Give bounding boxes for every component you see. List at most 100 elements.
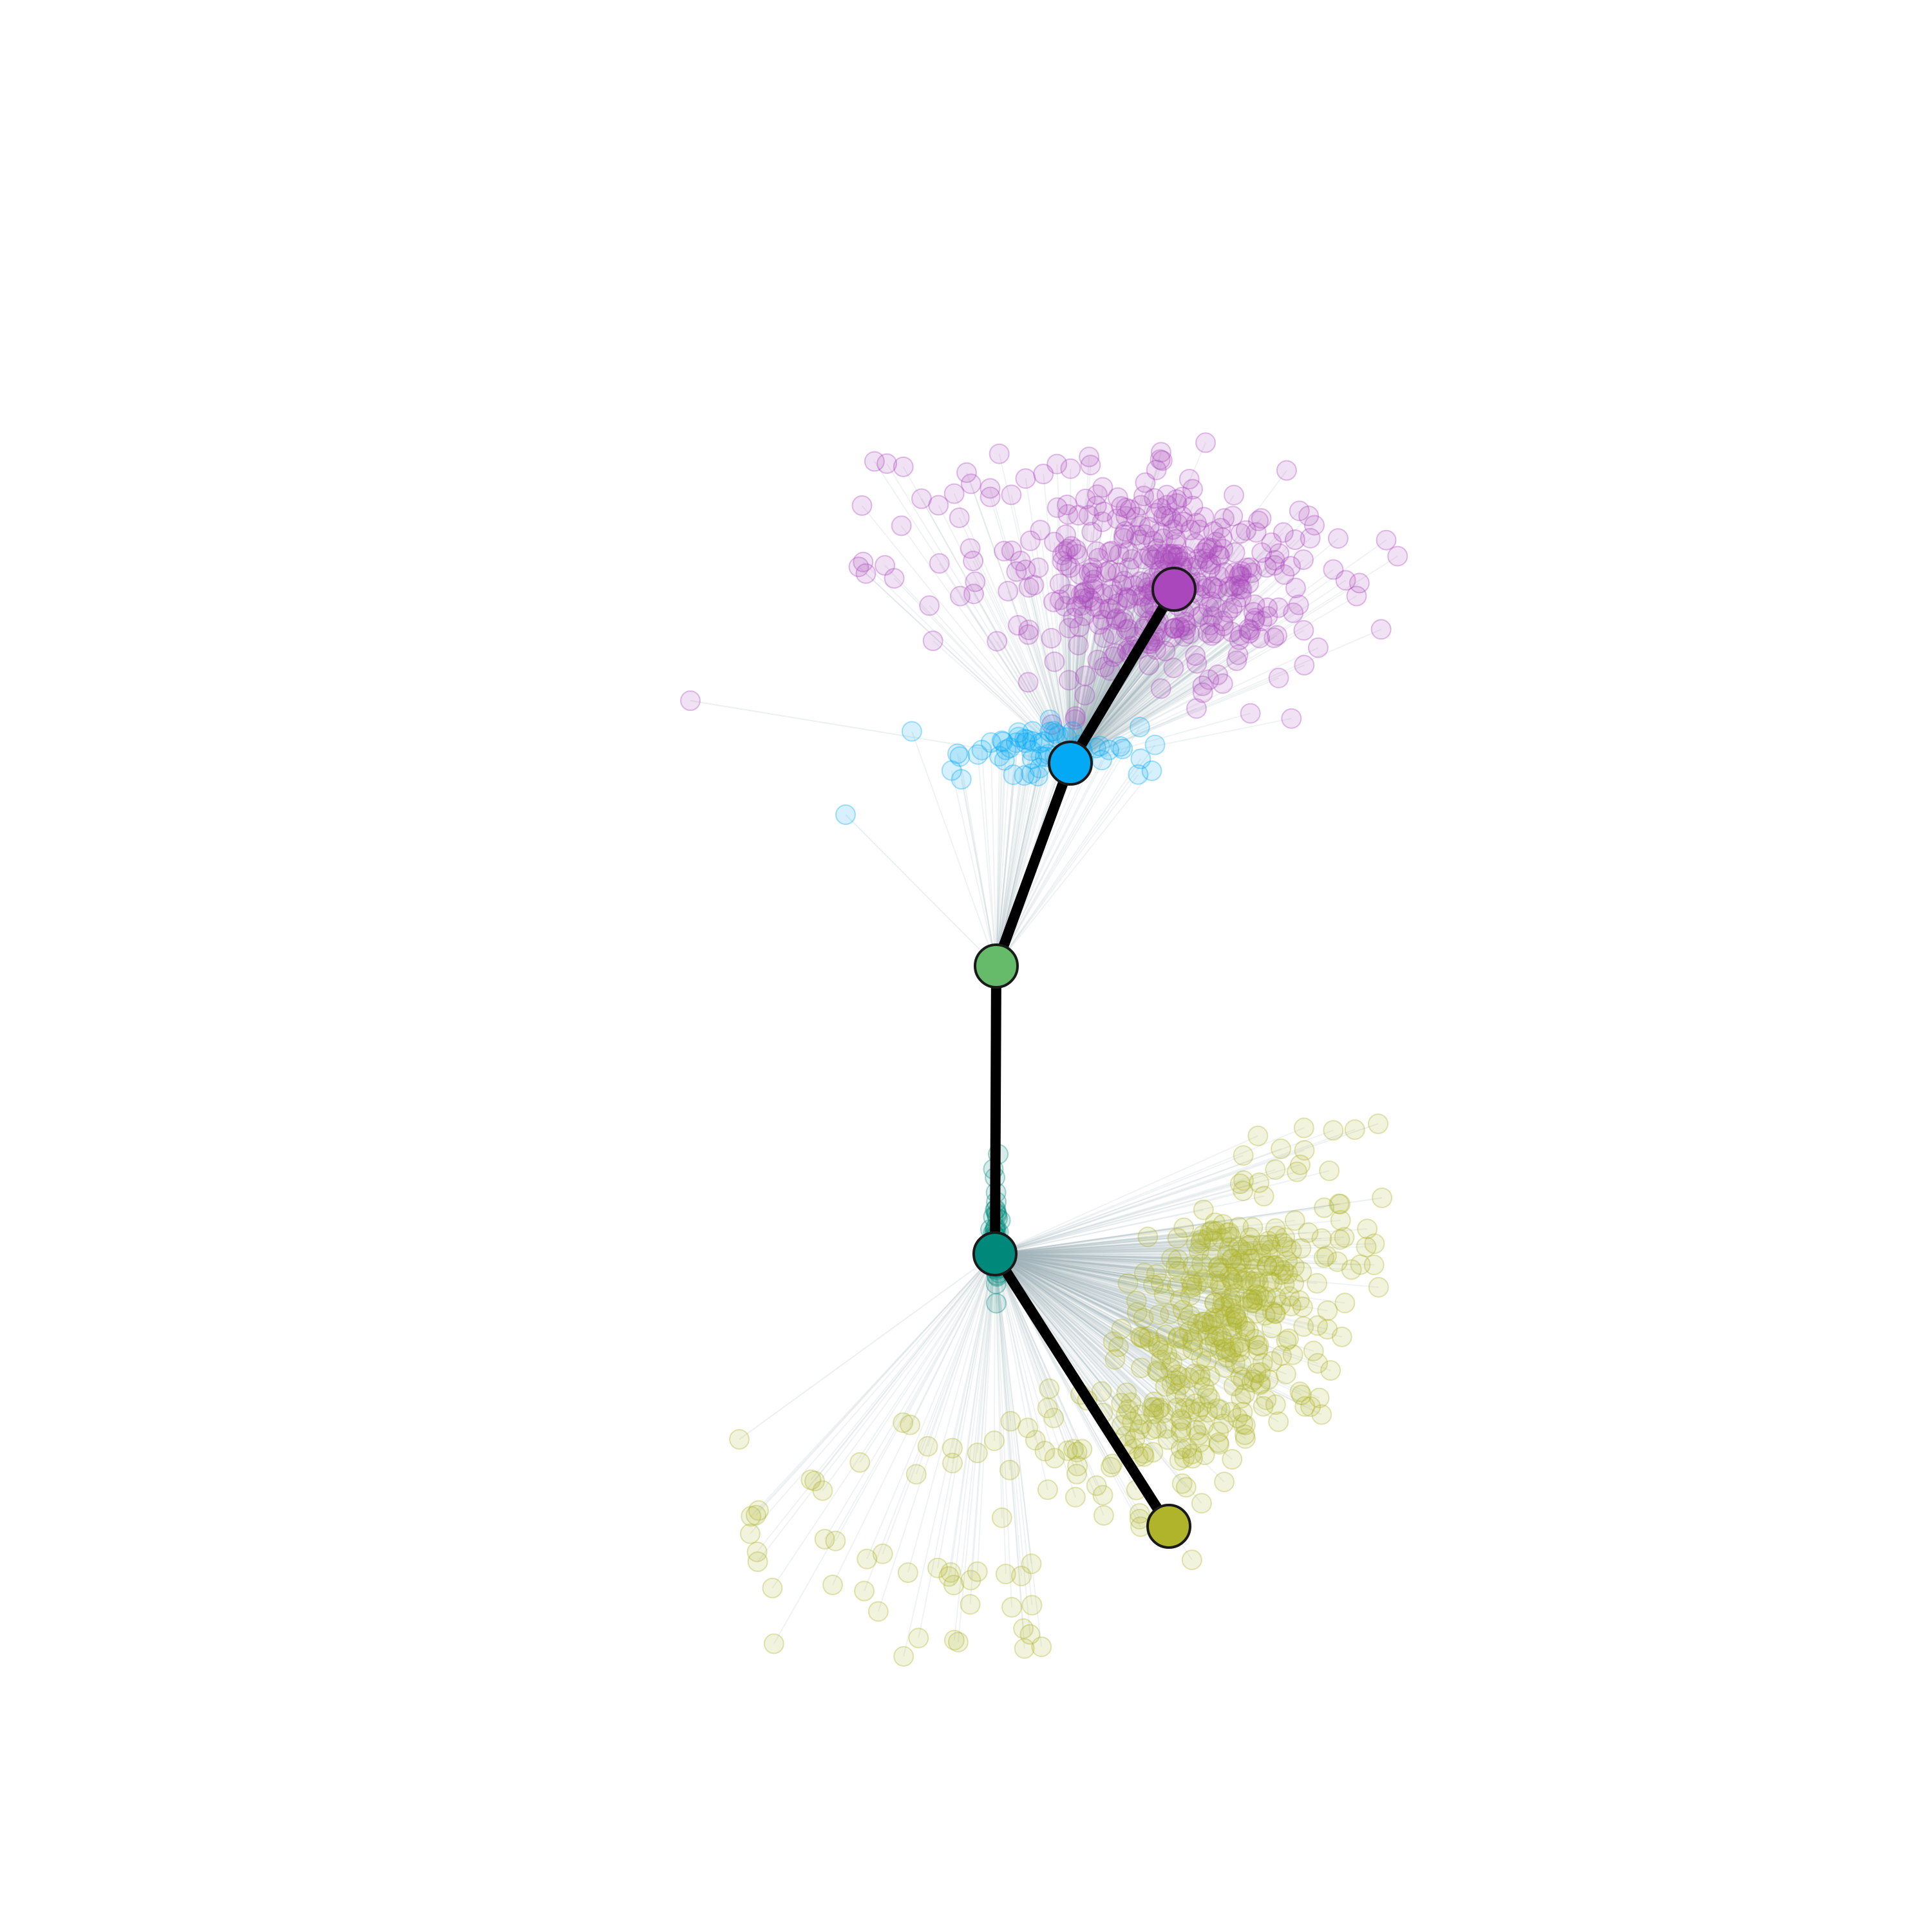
cell-link — [1070, 609, 1112, 764]
cell-point — [1319, 1160, 1340, 1181]
cell-link — [994, 1251, 1248, 1255]
cell-point — [1182, 1255, 1204, 1276]
cell-point — [1268, 597, 1289, 618]
cell-point — [1142, 1397, 1162, 1418]
cell-link — [994, 1253, 1223, 1302]
cell-point — [1264, 1303, 1285, 1324]
cell-link — [951, 1253, 996, 1448]
cell-link — [1070, 509, 1131, 764]
cell-point — [1130, 529, 1151, 551]
cell-point — [901, 721, 922, 742]
cell-link — [1070, 574, 1081, 764]
cell-point — [1311, 1228, 1332, 1249]
cell-point — [1151, 1340, 1173, 1361]
cell-link — [739, 1253, 996, 1440]
cell-link — [994, 1253, 1176, 1381]
cell-point — [1193, 1199, 1214, 1220]
cell-link — [1070, 632, 1250, 764]
cell-point — [984, 1430, 1005, 1452]
cell-point — [1330, 1209, 1351, 1231]
cell-link — [900, 525, 1071, 764]
cell-point — [1171, 1340, 1192, 1361]
cell-point — [1162, 545, 1183, 567]
cell-point — [1281, 1240, 1302, 1261]
cell-link — [994, 1231, 1211, 1255]
cell-point — [1153, 1403, 1174, 1424]
cell-link — [994, 1253, 1304, 1327]
cell-point — [1294, 1140, 1315, 1161]
cell-point — [1030, 520, 1051, 541]
cell-point — [1065, 706, 1086, 727]
cell-point — [1174, 1386, 1195, 1407]
cell-link — [994, 1253, 1141, 1338]
cell-point — [1252, 1352, 1273, 1374]
cell-point — [1070, 583, 1092, 605]
cell-point — [1118, 618, 1139, 639]
cell-link — [1070, 616, 1268, 764]
cell-point — [1103, 646, 1124, 667]
cell-point — [1171, 1473, 1193, 1494]
cell-link — [994, 1253, 1178, 1287]
cell-link — [994, 1253, 1155, 1408]
cell-link — [1070, 442, 1206, 764]
cell-link — [1070, 608, 1110, 764]
cell-point — [994, 750, 1015, 771]
cell-point — [919, 595, 940, 616]
cell-link — [810, 1253, 996, 1481]
cell-point — [825, 1530, 846, 1551]
cell-point — [1282, 1344, 1303, 1365]
cell-link — [1070, 708, 1197, 764]
cell-point — [1271, 1345, 1292, 1366]
cell-link — [994, 1253, 1287, 1375]
cell-point — [1165, 1256, 1186, 1277]
cell-link — [994, 1253, 1361, 1265]
cell-link — [994, 1253, 1255, 1270]
cell-link — [996, 743, 1017, 967]
cell-point — [1257, 597, 1278, 618]
cell-point — [1231, 1388, 1251, 1409]
cell-point — [989, 443, 1010, 464]
cell-link — [1070, 712, 1251, 764]
cell-link — [994, 1243, 1197, 1255]
cell-link — [1070, 560, 1276, 764]
cell-link — [994, 1253, 1227, 1256]
cell-point — [1160, 507, 1182, 529]
cell-point — [1129, 1405, 1150, 1425]
cell-link — [994, 1253, 1276, 1405]
cell-point — [1075, 665, 1096, 687]
cell-link — [994, 1253, 1268, 1255]
cell-link — [994, 1246, 1238, 1255]
cell-link — [996, 741, 1045, 967]
cell-point — [1181, 1549, 1202, 1571]
cell-point — [940, 1562, 961, 1583]
cell-link — [1070, 634, 1241, 764]
cell-link — [994, 1253, 1240, 1262]
cell-link — [994, 1244, 1248, 1255]
cell-point — [967, 1561, 988, 1582]
cell-point — [1139, 1331, 1160, 1352]
cell-point — [1091, 1381, 1112, 1402]
cell-link — [994, 1253, 1231, 1303]
cell-point — [1281, 1296, 1302, 1317]
cell-link — [1070, 592, 1085, 764]
cell-link — [994, 1253, 1191, 1410]
cell-link — [994, 1253, 1245, 1300]
cell-point — [1044, 651, 1065, 672]
cell-point — [1241, 1372, 1262, 1392]
cell-point — [1219, 1237, 1240, 1258]
cell-link — [996, 760, 1005, 967]
cell-link — [994, 1253, 1208, 1325]
cell-point — [1133, 1443, 1154, 1464]
cell-point — [1221, 1249, 1242, 1270]
cell-point — [891, 515, 912, 536]
cell-point — [987, 630, 1008, 652]
cell-point — [1329, 1229, 1350, 1250]
cell-point — [1200, 554, 1222, 575]
cell-point — [971, 739, 992, 761]
cell-link — [994, 1127, 1305, 1255]
tree-edge-root-branch_low — [990, 961, 1001, 1259]
cell-point — [1146, 502, 1167, 524]
cell-point — [1170, 1289, 1191, 1311]
cell-point — [1330, 1193, 1351, 1215]
cell-point — [1213, 1413, 1234, 1434]
